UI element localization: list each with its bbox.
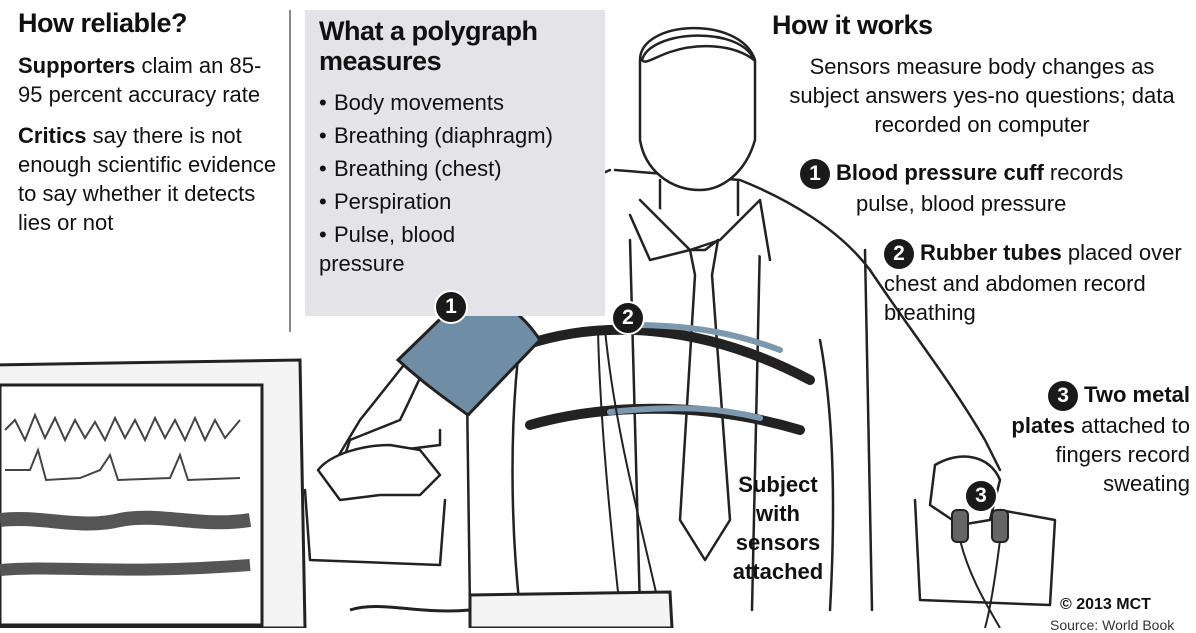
reliability-title: How reliable? xyxy=(18,8,188,38)
measures-title: What a polygraph measures xyxy=(319,16,538,76)
step-number: 3 xyxy=(1048,381,1079,412)
step-text: records xyxy=(1043,160,1124,185)
rubber-tubes xyxy=(520,322,815,435)
subject-head xyxy=(638,26,757,192)
right-armrest xyxy=(913,498,1057,607)
subject-body-lines xyxy=(511,238,835,612)
column-divider xyxy=(289,10,291,332)
list-item: •Perspiration xyxy=(319,189,452,214)
chest-tube xyxy=(520,324,815,385)
tube-marker: 2 xyxy=(611,301,645,335)
how-it-works-description: Sensors measure body changes as subject … xyxy=(789,54,1175,137)
subject-hair xyxy=(640,34,756,63)
cuff-marker: 1 xyxy=(434,290,468,324)
critics-text: say there is not enough scientific evide… xyxy=(18,123,277,235)
monitor-trace-low xyxy=(0,559,251,576)
step-text-line2: pulse, blood pressure xyxy=(856,191,1067,217)
finger-plates xyxy=(951,509,1009,543)
copyright: © 2013 MCT xyxy=(1060,596,1151,613)
step-title: Blood pressure cuff xyxy=(836,160,1044,185)
left-hand xyxy=(316,443,442,502)
chest-tube-fill xyxy=(637,322,783,353)
plates-marker: 3 xyxy=(964,479,998,513)
list-item: •Body movements xyxy=(319,90,504,115)
tie xyxy=(678,238,732,562)
measures-list: •Body movements •Breathing (diaphragm) •… xyxy=(319,86,553,278)
list-item: •Breathing (chest) xyxy=(319,156,502,181)
left-armrest xyxy=(303,488,447,567)
step-number: 2 xyxy=(884,239,914,270)
step-text: attached to fingers record sweating xyxy=(1055,413,1190,497)
monitor-trace-dense xyxy=(0,510,252,531)
how-it-works-title: How it works xyxy=(772,10,933,40)
critics-label: Critics xyxy=(18,123,87,148)
critics-claim: Critics say there is not enough scientif… xyxy=(18,121,283,237)
sensor-wires xyxy=(597,329,1001,628)
shirt-collar xyxy=(628,198,772,262)
list-item: •Pulse, blood pressure xyxy=(319,222,456,276)
list-item: •Breathing (diaphragm) xyxy=(319,123,553,148)
supporters-label: Supporters xyxy=(18,53,136,78)
source-credit: Source: World Book xyxy=(1050,617,1175,633)
reliability-section: How reliable? Supporters claim an 85-95 … xyxy=(18,8,283,249)
cable xyxy=(349,604,471,613)
step-title: Rubber tubes xyxy=(920,240,1062,265)
subject-label: Subject with sensors attached xyxy=(732,472,824,584)
step-title: Two metal plates xyxy=(1011,382,1190,439)
subject-neck xyxy=(658,178,740,217)
step-text: placed over chest and abdomen record bre… xyxy=(884,240,1182,326)
supporters-claim: Supporters claim an 85-95 percent accura… xyxy=(18,51,283,109)
laptop xyxy=(468,590,674,628)
computer-monitor xyxy=(0,358,307,628)
step-number: 1 xyxy=(800,159,830,190)
measures-section: What a polygraph measures •Body movement… xyxy=(305,10,605,316)
abdomen-tube-fill xyxy=(607,405,763,421)
supporters-text: claim an 85-95 percent accuracy rate xyxy=(18,53,262,107)
